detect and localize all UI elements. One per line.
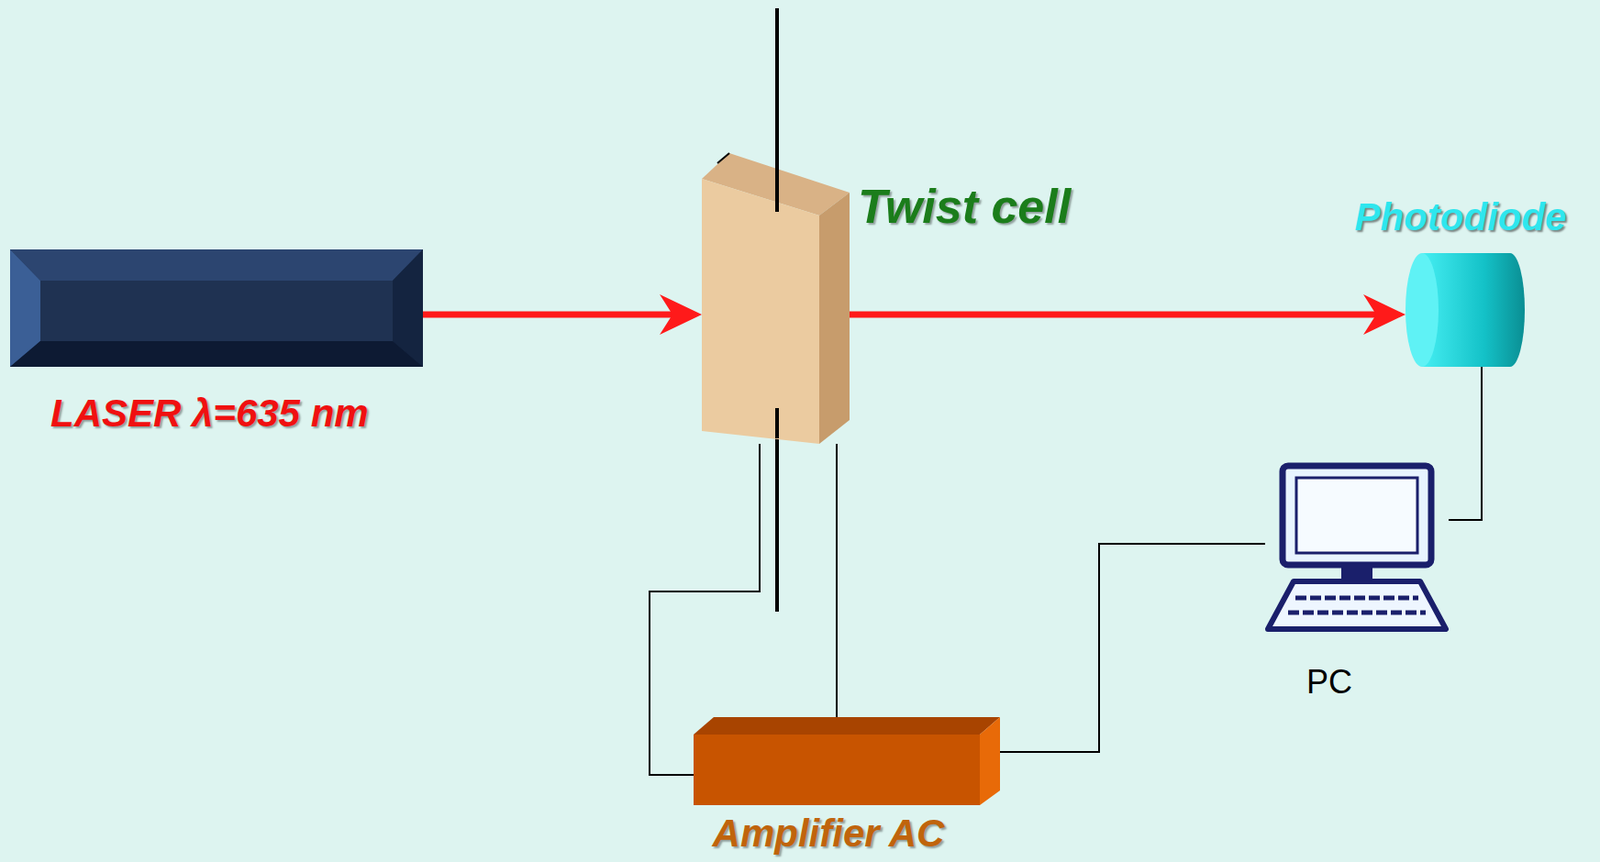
laser-housing [10, 249, 423, 367]
pc-icon [1267, 466, 1446, 630]
slab-edge [717, 153, 730, 164]
pc-node: PC [1265, 464, 1449, 634]
amp-top [693, 717, 1000, 735]
laser-beam [422, 311, 675, 319]
node-label: Twist cell [857, 180, 1071, 234]
pc-monitor [1282, 466, 1432, 566]
pc-keyboard [1267, 581, 1446, 630]
holder-rod [775, 165, 779, 212]
node-label: LASER λ=635 nm [50, 392, 369, 435]
signal-wire [835, 444, 838, 718]
arrow-head [659, 294, 702, 335]
photodiode-cylinder [1405, 253, 1525, 367]
laser-top [10, 249, 423, 281]
arrow-head [1363, 294, 1406, 335]
laser-front [40, 280, 393, 342]
laser-beam [849, 311, 1378, 319]
amplifier-node: Amplifier AC [693, 717, 1000, 806]
holder-rod [775, 8, 779, 212]
twist-cell-slab [701, 153, 850, 445]
signal-wire [1000, 544, 1266, 753]
amplifier-box [693, 717, 1000, 806]
laser-body [10, 249, 423, 367]
slab-side [819, 192, 850, 445]
laser-node: LASER λ=635 nm [10, 249, 423, 367]
laser-bottom [10, 341, 423, 367]
twist-cell-node: Twist cell [701, 153, 850, 445]
pc-screen [1296, 477, 1418, 554]
node-label: Photodiode [1355, 196, 1567, 239]
pc-keys [1295, 596, 1419, 601]
node-label: PC [1306, 664, 1353, 701]
photodiode-node: Photodiode [1405, 253, 1525, 367]
amp-side [979, 717, 1000, 806]
pc-keys [1288, 611, 1426, 616]
node-label: Amplifier AC [712, 812, 945, 856]
signal-wire [1448, 366, 1482, 521]
slab-front [701, 178, 820, 445]
amp-front [693, 734, 980, 806]
photodiode-face [1405, 253, 1439, 367]
holder-rod [775, 408, 779, 439]
